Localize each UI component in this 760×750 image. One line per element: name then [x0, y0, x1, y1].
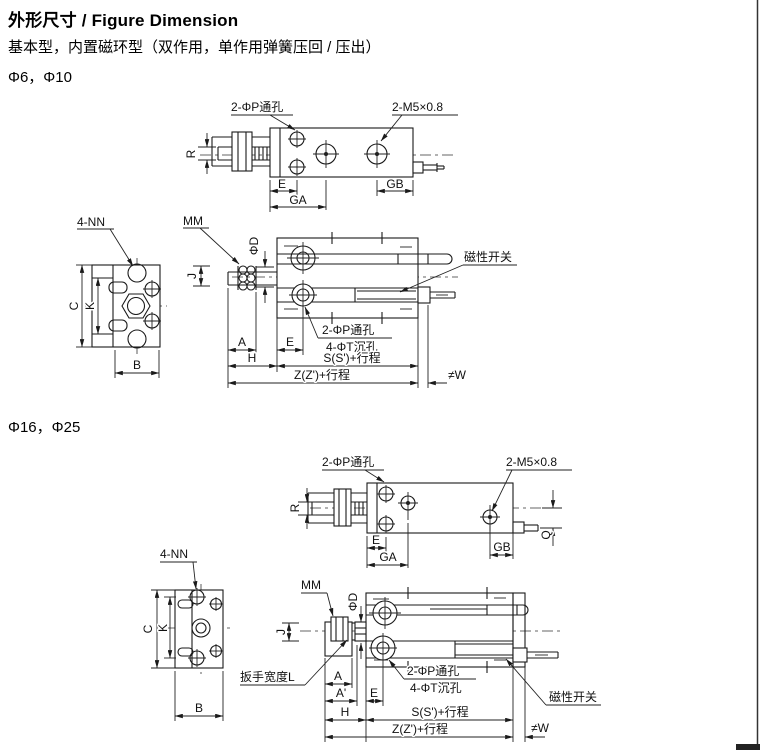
- fig1-through-hole-label: 2-ΦP通孔: [231, 100, 283, 114]
- dim-a-label: A: [238, 335, 246, 349]
- fig2-wrench-width-label: 扳手宽度L: [240, 669, 295, 684]
- dim-h2-label: H: [341, 705, 350, 719]
- dim-h-label: H: [248, 351, 257, 365]
- dim-j2-label: J: [274, 629, 288, 635]
- fig1-nn-hole-bottom: [127, 329, 147, 349]
- dim-ga-label: GA: [289, 193, 306, 207]
- fig1-rod-nut: [231, 131, 253, 172]
- dim-c-label: C: [67, 301, 81, 310]
- page-border: [736, 0, 760, 750]
- fig1-body-plan: [269, 127, 414, 178]
- dim-s-stroke-label: S(S')+行程: [323, 350, 380, 365]
- dim-r2-label: R: [288, 503, 302, 512]
- fig1-magnetic-switch-label: 磁性开关: [464, 249, 512, 264]
- fig2-switch-rail: [366, 604, 529, 616]
- dim-phid2-label: ΦD: [346, 593, 360, 612]
- dim-aprime-label: A': [336, 686, 346, 700]
- fig2-side-view: MM ΦD J 扳手宽度L 2-ΦP通孔 4-ΦT沉孔 磁性开关: [239, 577, 601, 742]
- dim-b-label: B: [133, 358, 141, 372]
- fig2-m5-label: 2-M5×0.8: [506, 455, 557, 469]
- fig2-nn-label: 4-NN: [160, 547, 188, 561]
- fig2-side-through-hole-label: 2-ΦP通孔: [407, 664, 459, 678]
- dim-z2-stroke-label: Z(Z')+行程: [392, 721, 448, 736]
- fig1-counterbore-label: 4-ΦT沉孔: [326, 340, 378, 354]
- fig1-m5-label: 2-M5×0.8: [392, 100, 443, 114]
- size-label-phi6-phi10: Φ6，Φ10: [8, 69, 72, 86]
- fig1-hex-boss: [121, 293, 151, 319]
- dim-a2a-label: A: [334, 669, 342, 683]
- fig1-switch-rail: [277, 253, 453, 265]
- fig2-magnetic-switch-label: 磁性开关: [549, 689, 597, 704]
- dim-z-stroke-label: Z(Z')+行程: [294, 367, 350, 382]
- dim-k2-label: K: [156, 624, 170, 632]
- fig2-thread-bush: [354, 621, 367, 642]
- fig2-end-cap: [512, 592, 526, 668]
- dim-w-label: ≠W: [448, 368, 467, 382]
- fig1-mm-label: MM: [183, 214, 203, 228]
- dim-e4-label: E: [370, 686, 378, 700]
- dim-e2-label: E: [286, 335, 294, 349]
- fig1-body-side: [276, 237, 419, 319]
- dim-gb-label: GB: [386, 177, 403, 191]
- dim-gb2-label: GB: [493, 540, 510, 554]
- dim-ga2-label: GA: [379, 550, 396, 564]
- dim-e3-label: E: [372, 533, 380, 547]
- fig1-end-view: 4-NN C K B: [66, 214, 167, 378]
- page-title: 外形尺寸 / Figure Dimension: [8, 11, 239, 30]
- fig2-mm-label: MM: [301, 578, 321, 592]
- dim-phid-label: ΦD: [247, 237, 261, 256]
- page-subtitle: 基本型，内置磁环型（双作用，单作用弹簧压回 / 压出）: [8, 39, 381, 56]
- dim-k-label: K: [83, 302, 97, 310]
- fig2-center-boss: [191, 618, 211, 638]
- dim-c2-label: C: [141, 624, 155, 633]
- fig1-nn-label: 4-NN: [77, 215, 105, 229]
- dim-b2-label: B: [195, 701, 203, 715]
- dim-q-label: Q: [539, 530, 553, 539]
- fig2-body-plan: [366, 482, 514, 534]
- fig2-rod-nut: [333, 488, 352, 527]
- fig2-rod-nut-side: [330, 616, 349, 642]
- fig2-through-hole-label: 2-ΦP通孔: [322, 455, 374, 469]
- fig2-counterbore-label: 4-ΦT沉孔: [410, 681, 462, 695]
- fig1-nn-hole-top: [127, 263, 147, 283]
- dim-w2-label: ≠W: [531, 721, 550, 735]
- dim-e-label: E: [278, 177, 286, 191]
- dim-r-label: R: [184, 149, 198, 158]
- size-label-phi16-phi25: Φ16，Φ25: [8, 419, 81, 436]
- fig2-top-view: R Q 2-ΦP通孔 2-M5×0.8 E GA GB: [287, 454, 572, 568]
- fig1-side-view: MM ΦD J 磁性开关 2-ΦP通孔 4-ΦT沉孔: [182, 213, 517, 388]
- dim-j-label: J: [185, 273, 199, 279]
- fig1-top-view: R 2-ΦP通孔 2-M5×0.8 E GA GB: [183, 99, 458, 212]
- dim-s2-stroke-label: S(S')+行程: [411, 704, 468, 719]
- fig1-side-through-hole-label: 2-ΦP通孔: [322, 323, 374, 337]
- fig2-end-view: 4-NN C K B: [140, 546, 230, 721]
